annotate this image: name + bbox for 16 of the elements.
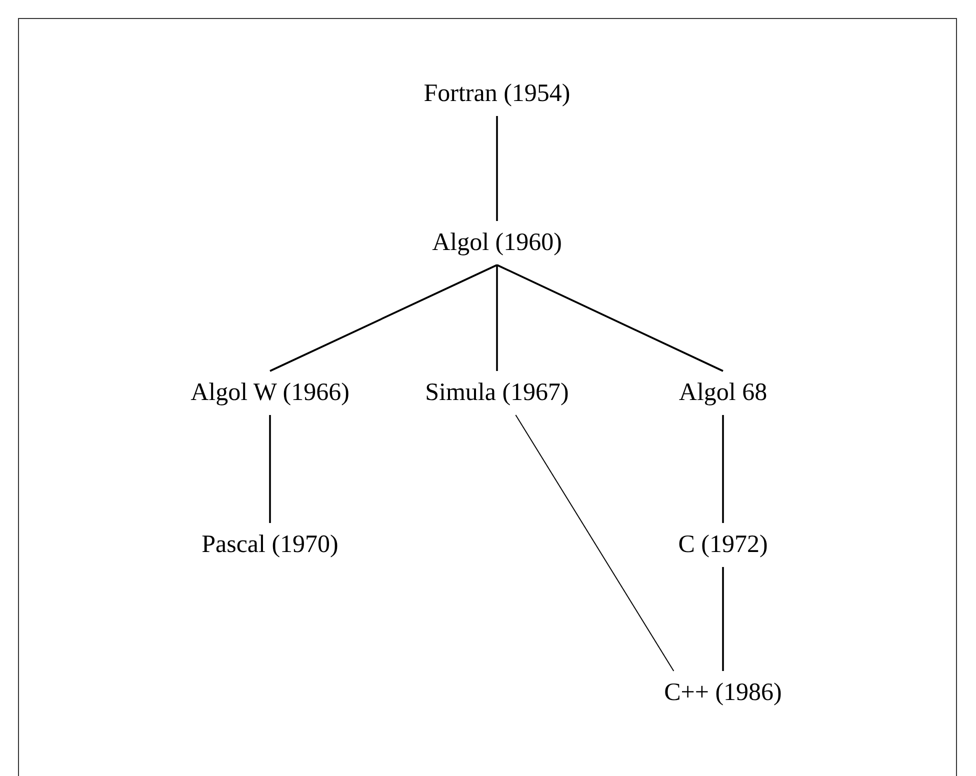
- language-label: Algol 68: [672, 371, 774, 415]
- language-label: Algol W (1966): [184, 371, 356, 415]
- connector-line: [722, 567, 724, 671]
- language-label: Simula (1967): [419, 371, 575, 415]
- connector-line: [269, 415, 271, 523]
- language-label: Fortran (1954): [418, 72, 576, 116]
- connector-line: [270, 264, 498, 372]
- language-label: C (1972): [672, 523, 774, 567]
- language-label: Algol (1960): [426, 221, 568, 265]
- connector-line: [496, 265, 498, 371]
- language-label: Pascal (1970): [196, 523, 344, 567]
- connector-line: [722, 415, 724, 523]
- connector-line: [515, 414, 674, 672]
- language-label: C++ (1986): [658, 671, 788, 715]
- connector-line: [496, 116, 498, 221]
- connector-line: [496, 264, 724, 372]
